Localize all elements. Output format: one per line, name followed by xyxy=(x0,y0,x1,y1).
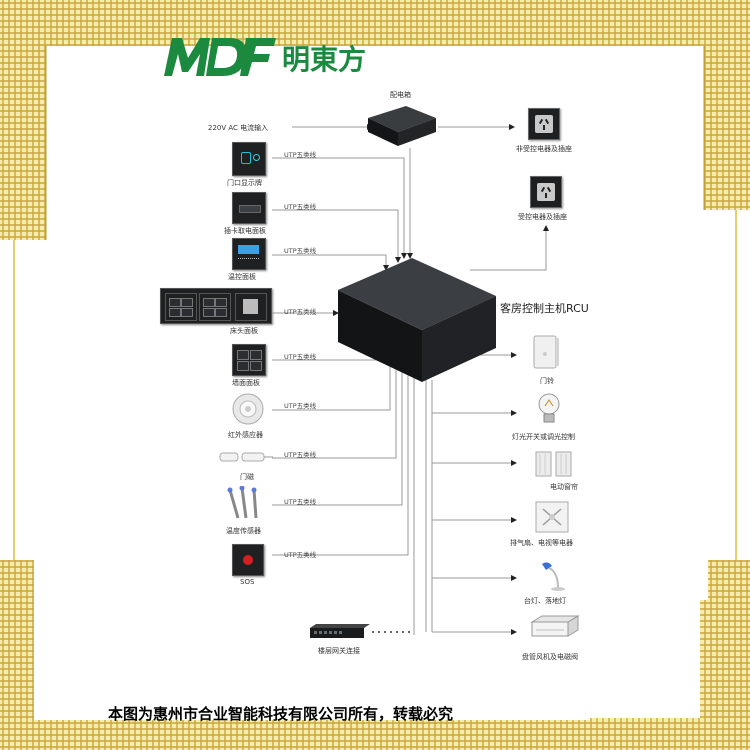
ac-input-label: 220V AC 电流输入 xyxy=(208,124,269,132)
right-device-label-2: 门铃 xyxy=(540,377,554,385)
bedside-panel xyxy=(160,288,272,324)
mdf-logo-mark-icon xyxy=(164,38,276,76)
power-box-label: 配电箱 xyxy=(390,91,411,99)
left-device-label-7: 温度传感器 xyxy=(226,527,261,535)
card-switch-panel xyxy=(232,192,266,224)
right-device-label-5: 排气扇、电视等电器 xyxy=(510,539,573,547)
copyright-notice: 本图为惠州市合业智能科技有限公司所有，转载必究 xyxy=(108,705,454,723)
infrared-sensor-icon xyxy=(232,393,264,425)
right-device-label-1: 受控电器及插座 xyxy=(518,213,567,221)
card-slot-icon xyxy=(239,205,261,213)
right-device-label-0: 非受控电器及插座 xyxy=(516,145,572,153)
right-device-label-7: 盘管风机及电磁阀 xyxy=(522,653,578,661)
doorbell-icon xyxy=(533,335,559,369)
uncontrolled-socket xyxy=(528,108,560,140)
brand-name: 明東方 xyxy=(282,43,367,76)
desk-lamp-icon xyxy=(542,562,565,591)
right-device-label-3: 灯光开关或调光控制 xyxy=(512,433,575,441)
left-device-label-6: 门磁 xyxy=(240,473,254,481)
sos-panel xyxy=(232,544,264,576)
left-device-label-3: 床头面板 xyxy=(230,327,258,335)
utp-label-1: UTP五类线 xyxy=(284,203,317,211)
curtain-icon xyxy=(535,451,572,477)
temperature-sensor-icon xyxy=(227,486,258,519)
company-logo: 明東方 xyxy=(160,32,420,80)
fan-coil-icon xyxy=(530,615,580,637)
left-device-label-1: 插卡取电面板 xyxy=(224,227,266,235)
floor-gateway-switch xyxy=(310,624,370,638)
thermostat-display-icon xyxy=(238,245,259,254)
gateway-label: 楼层网关连接 xyxy=(318,647,360,655)
left-device-label-2: 温控面板 xyxy=(228,273,256,281)
right-device-label-4: 电动窗帘 xyxy=(550,483,578,491)
left-device-label-0: 门口显示牌 xyxy=(227,179,262,187)
door-sign-panel xyxy=(232,142,266,176)
wall-panel xyxy=(232,344,266,376)
utp-label-7: UTP五类线 xyxy=(284,498,317,506)
utp-label-8: UTP五类线 xyxy=(284,551,317,559)
utp-label-2: UTP五类线 xyxy=(284,247,317,255)
utp-label-4: UTP五类线 xyxy=(284,353,317,361)
bedside-socket-icon xyxy=(235,293,267,321)
utp-label-6: UTP五类线 xyxy=(284,451,317,459)
sos-button-icon xyxy=(243,555,253,565)
door-magnet-icon xyxy=(219,452,273,462)
utp-label-0: UTP五类线 xyxy=(284,151,317,159)
left-device-label-4: 墙面面板 xyxy=(232,379,260,387)
left-device-label-5: 红外感应器 xyxy=(228,431,263,439)
rcu-host xyxy=(337,258,496,382)
power-box xyxy=(368,106,436,146)
light-bulb-icon xyxy=(538,393,560,423)
utp-label-3: UTP五类线 xyxy=(284,308,317,316)
thermostat-panel xyxy=(232,238,266,270)
door-sign-indicator-icon xyxy=(241,152,251,164)
utp-label-5: UTP五类线 xyxy=(284,402,317,410)
left-device-label-8: SOS xyxy=(240,578,255,586)
right-device-label-6: 台灯、落地灯 xyxy=(524,597,566,605)
rcu-host-label: 客房控制主机RCU xyxy=(500,302,589,315)
controlled-socket xyxy=(530,176,562,208)
exhaust-fan-icon xyxy=(535,501,569,533)
